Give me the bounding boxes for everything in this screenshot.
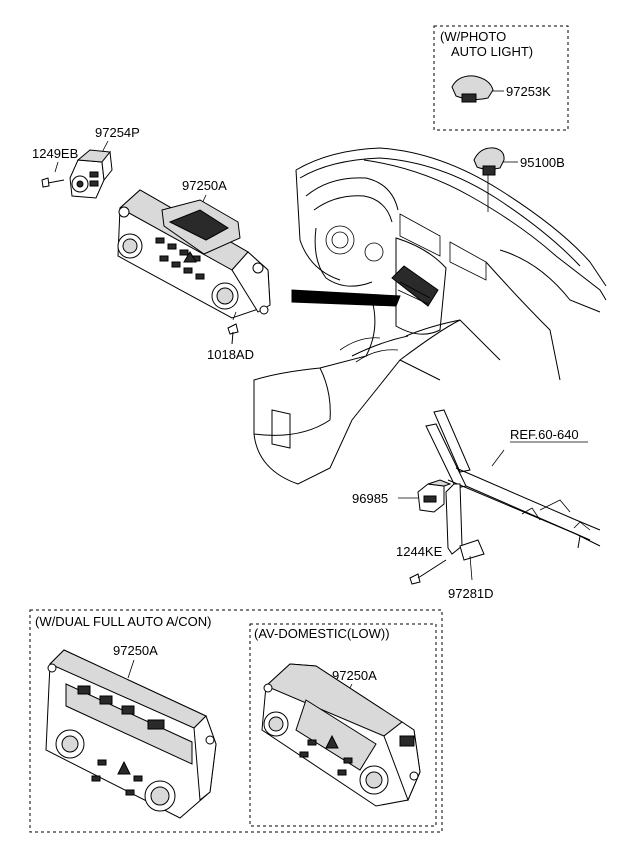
label-97253k: 97253K bbox=[506, 84, 551, 99]
climate-control-unit-97250a bbox=[117, 189, 271, 319]
crossmember-bracket bbox=[425, 409, 601, 549]
label-97250a-main: 97250A bbox=[182, 178, 227, 193]
climate-control-unit-dual bbox=[45, 649, 217, 819]
photo-auto-light-group: (W/PHOTO AUTO LIGHT) 97253K bbox=[433, 25, 569, 131]
photo-group-border bbox=[433, 25, 569, 131]
control-buttons bbox=[155, 237, 205, 280]
label-1018ad: 1018AD bbox=[207, 347, 254, 362]
label-97250a-av: 97250A bbox=[332, 668, 377, 683]
screw-1018ad bbox=[227, 311, 239, 345]
label-1249eb: 1249EB bbox=[32, 146, 78, 161]
label-95100b: 95100B bbox=[520, 155, 565, 170]
climate-control-unit-av bbox=[261, 663, 421, 807]
screw-1249eb bbox=[41, 161, 65, 188]
dual-auto-group-label: (W/DUAL FULL AUTO A/CON) bbox=[35, 614, 212, 629]
label-96985: 96985 bbox=[352, 491, 388, 506]
photo-group-label-line2: AUTO LIGHT) bbox=[451, 44, 533, 59]
photo-sensor-97253k bbox=[451, 75, 504, 103]
screw-1244ke bbox=[409, 559, 447, 585]
label-97281d: 97281D bbox=[448, 586, 494, 601]
switch-97254p bbox=[69, 140, 113, 199]
av-domestic-group-border bbox=[249, 623, 437, 827]
av-domestic-group-label: (AV-DOMESTIC(LOW)) bbox=[254, 626, 390, 641]
label-1244ke: 1244KE bbox=[396, 544, 443, 559]
bracket-97281d bbox=[445, 483, 485, 581]
dual-auto-group-border bbox=[29, 609, 443, 833]
sensor-96985 bbox=[398, 479, 452, 513]
label-ref-60-640: REF.60-640 bbox=[510, 427, 579, 442]
auto-light-sensor-95100b bbox=[473, 147, 518, 212]
label-97254p: 97254P bbox=[95, 125, 140, 140]
dashboard-illustration bbox=[253, 147, 607, 485]
photo-group-label: (W/PHOTO bbox=[440, 29, 506, 44]
label-97250a-dual: 97250A bbox=[113, 643, 158, 658]
